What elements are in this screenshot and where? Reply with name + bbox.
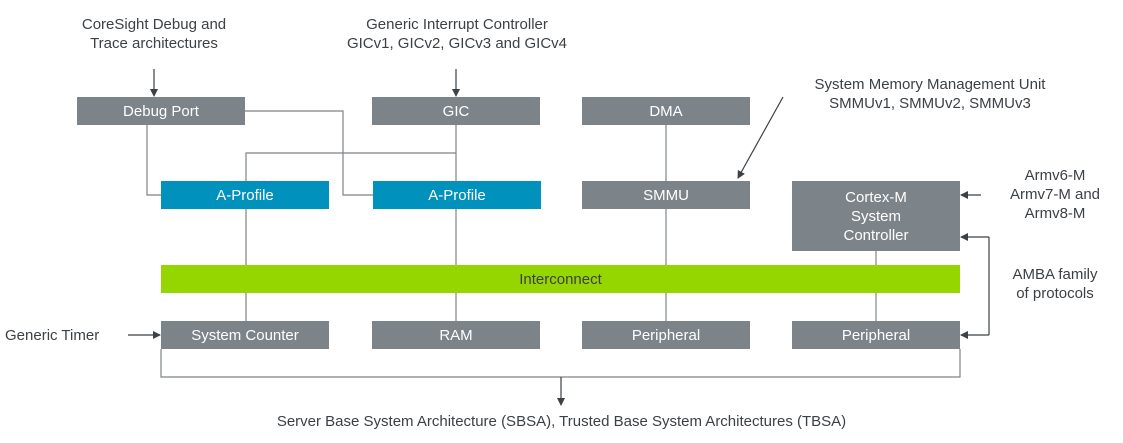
a-profile-block-1: A-Profile <box>161 181 329 209</box>
armv-m-label: Armv6-M Armv7-M and Armv8-M <box>1009 167 1101 222</box>
wire-bottom-bracket <box>160 349 961 378</box>
system-counter-block: System Counter <box>161 321 329 349</box>
smmu-spec-label: System Memory Management Unit SMMUv1, SM… <box>814 76 1046 112</box>
interconnect-bar: Interconnect <box>161 265 960 293</box>
ram-block: RAM <box>372 321 540 349</box>
debug-port-block: Debug Port <box>77 97 245 125</box>
arrow-smmu-spec-to-smmu <box>737 96 784 179</box>
wire-gic-to-a-profile-1 <box>245 152 456 181</box>
sbsa-tbsa-label: Server Base System Architecture (SBSA), … <box>276 413 847 430</box>
smmu-block: SMMU <box>582 181 750 209</box>
amba-label: AMBA family of protocols <box>1012 266 1098 302</box>
gic-spec-label: Generic Interrupt Controller GICv1, GICv… <box>346 16 568 52</box>
a-profile-block-2: A-Profile <box>373 181 541 209</box>
coresight-label: CoreSight Debug and Trace architectures <box>81 16 227 52</box>
wire-debug-port-to-a-profile-1 <box>146 125 161 196</box>
peripheral-block-1: Peripheral <box>582 321 750 349</box>
cortex-m-system-controller-block: Cortex-M System Controller <box>792 181 960 251</box>
dma-block: DMA <box>582 97 750 125</box>
generic-timer-label: Generic Timer <box>5 327 100 344</box>
peripheral-block-2: Peripheral <box>792 321 960 349</box>
gic-block: GIC <box>372 97 540 125</box>
